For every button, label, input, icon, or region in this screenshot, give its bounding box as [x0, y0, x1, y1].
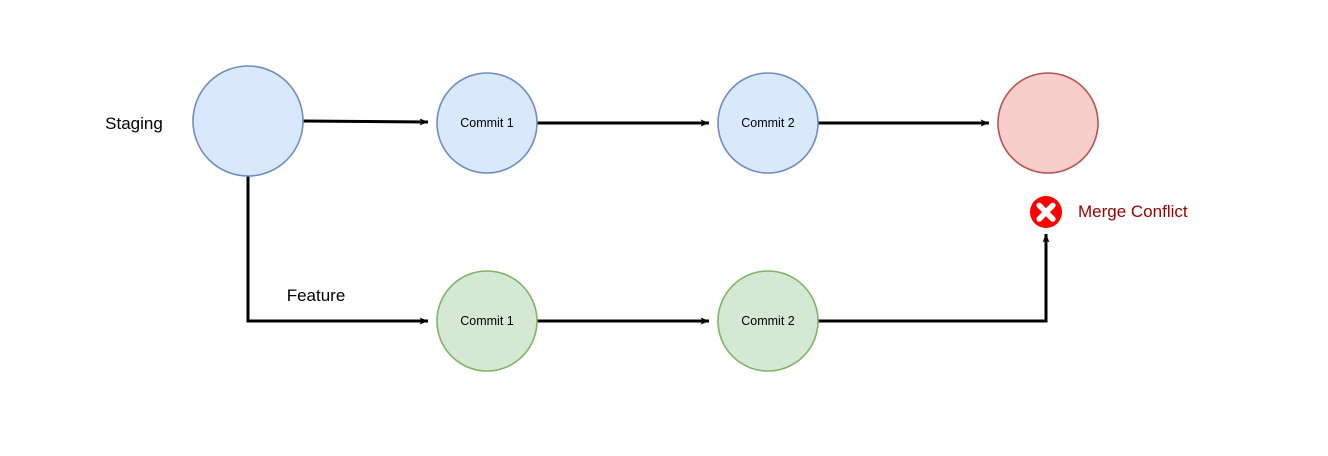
staging-commit-2-node[interactable] — [717, 72, 819, 174]
merge-conflict-label: Merge Conflict — [1078, 202, 1188, 221]
staging-root-node[interactable] — [192, 65, 304, 177]
edge-root-to-feature-commit-1 — [246, 172, 429, 325]
feature-commit-2-node[interactable] — [717, 270, 819, 372]
error-x-icon[interactable] — [1030, 196, 1062, 228]
feature-commit-1-node[interactable] — [436, 270, 538, 372]
edges-layer — [246, 118, 1050, 325]
feature-branch-group — [436, 270, 819, 372]
x-glyph — [1036, 202, 1056, 222]
edge-root-to-staging-commit-1 — [302, 118, 429, 126]
staging-commit-1-node[interactable] — [436, 72, 538, 174]
staging-branch-group — [192, 65, 819, 177]
merge-target-group — [997, 72, 1099, 174]
merge-node[interactable] — [997, 72, 1099, 174]
edge-feature-commit-2-to-conflict — [818, 233, 1050, 323]
